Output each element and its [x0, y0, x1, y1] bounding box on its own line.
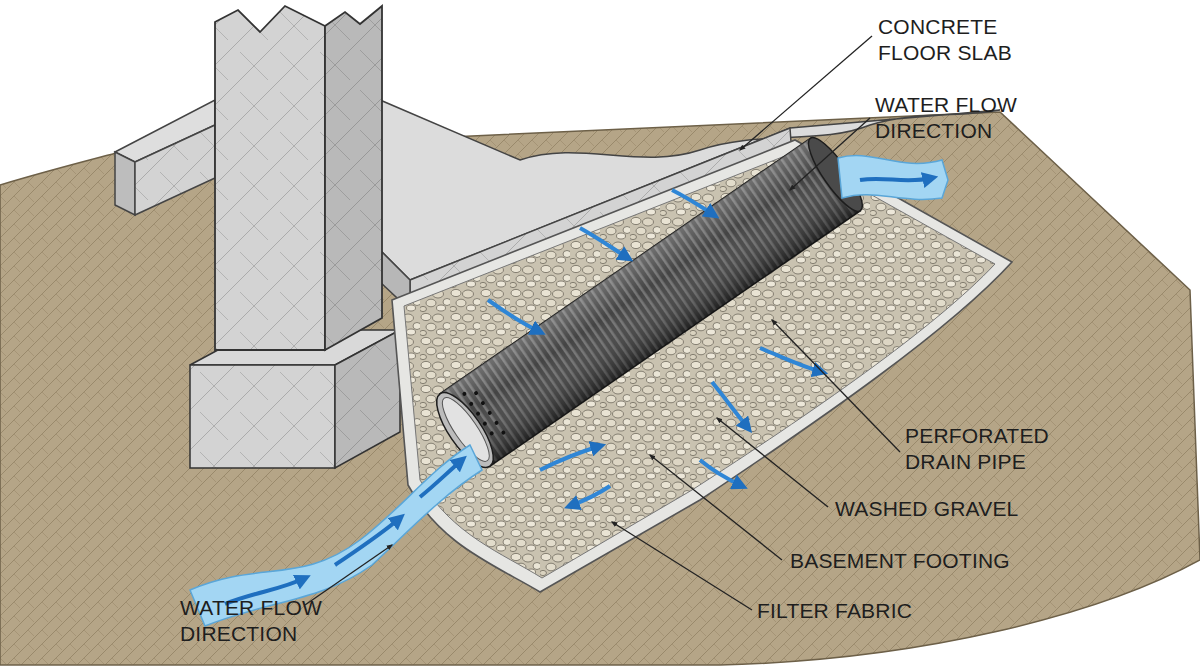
flow-arrow — [580, 228, 628, 258]
flow-arrow — [335, 518, 400, 565]
leader-line — [650, 455, 782, 560]
foundation-wall-front — [215, 6, 325, 350]
flow-arrow — [860, 178, 932, 180]
flow-arrow — [540, 446, 600, 470]
drain-pipe — [427, 131, 870, 475]
pipe-perforation — [482, 421, 488, 427]
leader-line — [717, 418, 828, 507]
footing-front — [190, 365, 335, 468]
pipe-perforation — [494, 420, 500, 426]
callout-label: PERFORATED DRAIN PIPE — [905, 423, 1075, 475]
pipe-perforation — [462, 391, 468, 397]
pipe-perforation — [489, 431, 495, 437]
flow-arrow — [760, 348, 822, 372]
pipe-perforation — [475, 411, 481, 417]
leader-line — [790, 118, 870, 190]
callout-label: WATER FLOW DIRECTION — [180, 595, 340, 647]
callout-label: BASEMENT FOOTING — [790, 548, 1010, 574]
leader-line — [612, 522, 752, 610]
flow-arrow — [672, 190, 714, 215]
callout-label: CONCRETE FLOOR SLAB — [878, 14, 1038, 66]
pipe-body — [440, 138, 860, 466]
pipe-perforation — [473, 390, 479, 396]
flow-arrow — [488, 300, 540, 332]
callout-label: WASHED GRAVEL — [835, 496, 1018, 522]
flow-arrow — [712, 382, 748, 428]
flow-arrow — [420, 460, 462, 497]
footing-side — [335, 330, 400, 468]
callout-label: FILTER FABRIC — [757, 598, 912, 624]
leader-line — [740, 36, 872, 150]
pipe-perforation — [487, 410, 493, 416]
flow-arrow — [570, 486, 610, 506]
pipe-perforation — [468, 401, 474, 407]
pipe-shading — [440, 138, 860, 466]
flow-arrow — [700, 460, 742, 486]
water-stream — [838, 155, 948, 199]
floor-slab-face — [135, 125, 215, 215]
pipe-perforation — [501, 430, 507, 436]
pipe-perforation — [480, 400, 486, 406]
floor-slab-end — [115, 152, 135, 215]
callout-label: WATER FLOW DIRECTION — [875, 92, 1035, 144]
foundation-wall-side — [325, 6, 382, 350]
leader-line — [772, 320, 900, 452]
